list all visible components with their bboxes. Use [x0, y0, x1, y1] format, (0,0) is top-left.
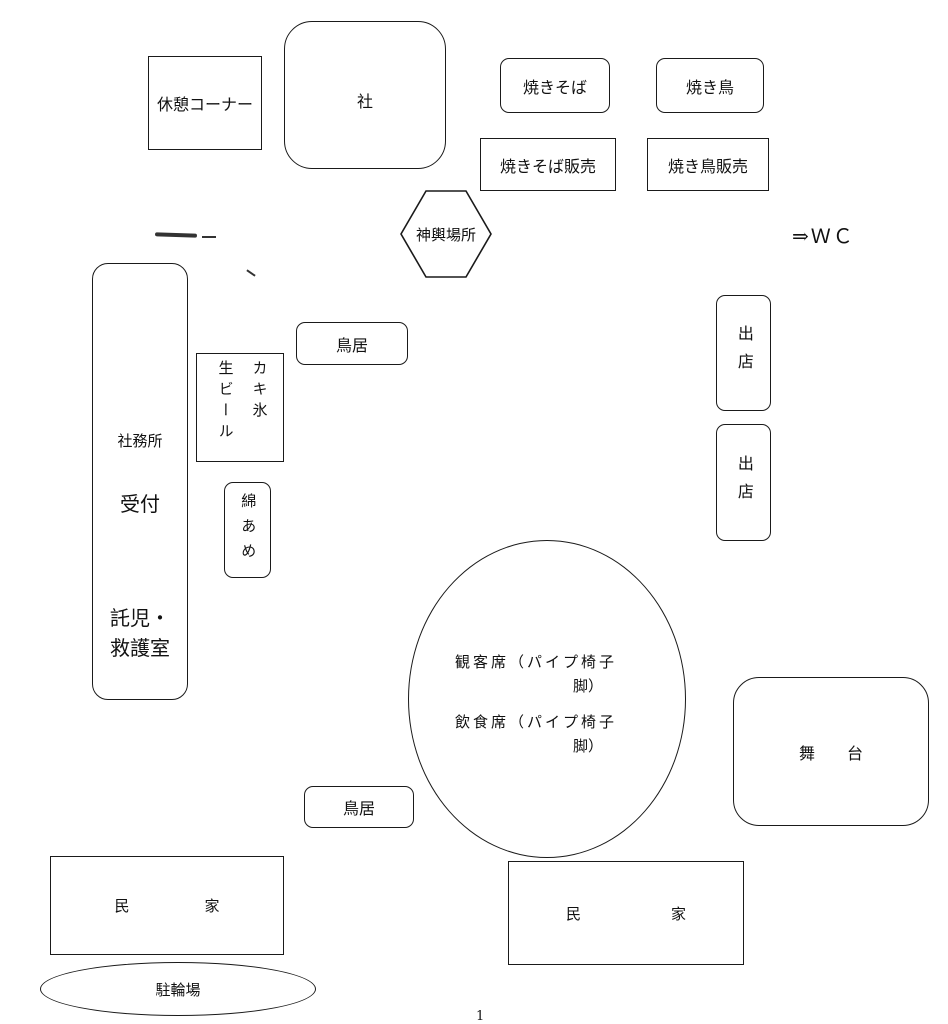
page-number: 1 [476, 1009, 485, 1024]
cotton-candy-stall: 綿あめ [224, 482, 271, 578]
seating-area: 観客席（パイプ椅子 脚） 飲食席（パイプ椅子 脚） [408, 540, 686, 858]
scan-smudge [246, 269, 256, 277]
beer-label: 生ビール [216, 360, 235, 444]
torii-upper: 鳥居 [296, 322, 408, 365]
private-house-right: 民 家 [508, 861, 744, 965]
seating-label-line1: 観客席（パイプ椅子 [455, 653, 618, 671]
yakitori-sales: 焼き鳥販売 [647, 138, 769, 191]
private-house-left: 民 家 [50, 856, 284, 955]
childcare-label-line2: 救護室 [110, 636, 170, 660]
bicycle-parking: 駐輪場 [40, 962, 316, 1016]
torii-lower-label: 鳥居 [342, 799, 375, 818]
stall-1: 出店 [716, 295, 771, 411]
childcare-label-line1: 託児・ [110, 606, 170, 630]
shrine-office: 社務所 受付 託児・ 救護室 [92, 263, 188, 700]
house-left-label: 民 家 [114, 897, 220, 915]
stage: 舞 台 [733, 677, 929, 826]
scan-smudge [202, 236, 216, 238]
wc-direction: ⇒ＷＣ [792, 224, 855, 248]
reception-label: 受付 [120, 492, 160, 516]
rest-corner: 休憩コーナー [148, 56, 262, 150]
rest-corner-label: 休憩コーナー [156, 95, 253, 114]
seating-label-line2: 脚） [573, 677, 604, 695]
dining-label-line1: 飲食席（パイプ椅子 [455, 713, 618, 731]
stall-2-label: 出店 [734, 454, 754, 511]
stall-1-label: 出店 [734, 325, 754, 381]
yakitori-sales-label: 焼き鳥販売 [667, 156, 748, 176]
scan-smudge [154, 232, 198, 238]
cotton-candy-label: 綿あめ [239, 492, 258, 568]
yakisoba-sales-label: 焼きそば販売 [499, 156, 596, 176]
yakitori-label: 焼き鳥 [685, 77, 734, 97]
shrine: 社 [284, 21, 446, 169]
stage-label: 舞 台 [798, 743, 863, 763]
yakitori-stall: 焼き鳥 [656, 58, 764, 113]
torii-lower: 鳥居 [304, 786, 414, 828]
dining-label-line2: 脚） [573, 737, 604, 755]
yakisoba-stall: 焼きそば [500, 58, 610, 113]
yakisoba-sales: 焼きそば販売 [480, 138, 616, 191]
kakigori-label: カキ氷 [250, 360, 269, 423]
stall-2: 出店 [716, 424, 771, 541]
yakisoba-label: 焼きそば [522, 77, 587, 97]
mikoshi-hexagon [400, 190, 492, 278]
shrine-label: 社 [356, 92, 373, 111]
house-right-label: 民 家 [565, 904, 686, 923]
bicycle-parking-label: 駐輪場 [155, 980, 201, 999]
mikoshi-label: 神輿場所 [415, 225, 476, 244]
kakigori-beer-stall: カキ氷 生ビール [196, 353, 284, 462]
shrine-office-label: 社務所 [117, 432, 163, 450]
torii-upper-label: 鳥居 [335, 335, 368, 355]
